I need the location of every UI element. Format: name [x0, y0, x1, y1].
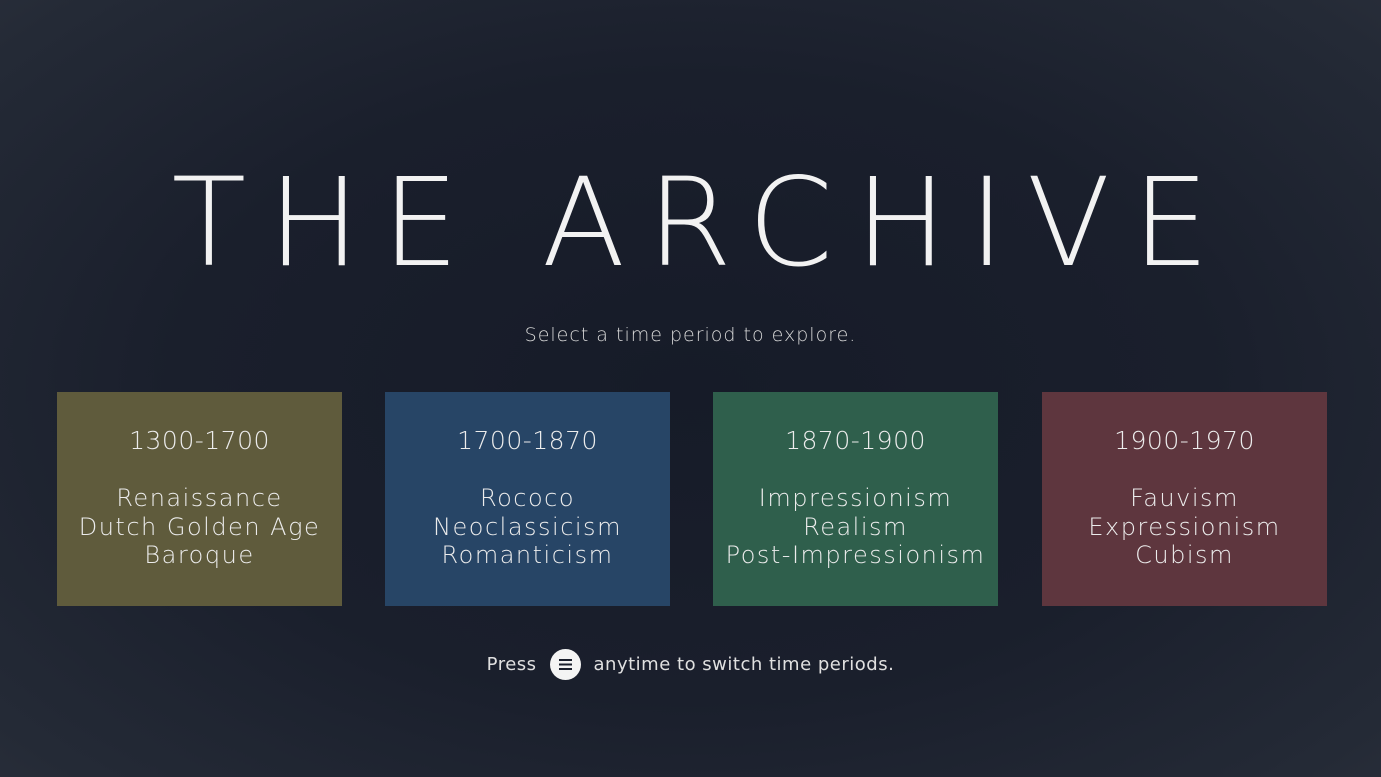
movement-item: Expressionism [1088, 512, 1281, 541]
period-cards: 1300-1700 Renaissance Dutch Golden Age B… [57, 392, 1327, 606]
footer-hint: Press anytime to switch time periods. [0, 648, 1381, 680]
movement-list: Rococo Neoclassicism Romanticism [385, 484, 670, 570]
period-card-1900-1970[interactable]: 1900-1970 Fauvism Expressionism Cubism [1042, 392, 1327, 606]
footer-press-label: Press [486, 653, 537, 675]
movement-list: Impressionism Realism Post-Impressionism [713, 484, 998, 570]
period-years: 1870-1900 [785, 426, 926, 455]
page-title: THE ARCHIVE [171, 152, 1232, 294]
period-years: 1900-1970 [1114, 426, 1255, 455]
movement-item: Impressionism [758, 484, 953, 512]
period-card-1870-1900[interactable]: 1870-1900 Impressionism Realism Post-Imp… [713, 392, 998, 606]
movement-item: Cubism [1135, 541, 1234, 569]
movement-item: Baroque [144, 541, 255, 569]
menu-button[interactable] [549, 648, 581, 680]
movement-item: Neoclassicism [433, 512, 622, 541]
footer-rest-label: anytime to switch time periods. [593, 653, 895, 675]
period-years: 1700-1870 [457, 426, 598, 455]
movement-item: Romanticism [441, 541, 614, 569]
menu-icon [558, 658, 572, 670]
movement-item: Post-Impressionism [725, 541, 986, 569]
period-card-1300-1700[interactable]: 1300-1700 Renaissance Dutch Golden Age B… [57, 392, 342, 606]
page-subtitle: Select a time period to explore. [524, 324, 857, 346]
movement-item: Dutch Golden Age [78, 512, 321, 541]
movement-item: Realism [803, 512, 908, 541]
period-years: 1300-1700 [129, 426, 270, 455]
period-card-1700-1870[interactable]: 1700-1870 Rococo Neoclassicism Romantici… [385, 392, 670, 606]
movement-item: Fauvism [1130, 484, 1239, 512]
movement-item: Rococo [479, 484, 576, 512]
movement-item: Renaissance [116, 484, 283, 512]
movement-list: Renaissance Dutch Golden Age Baroque [57, 484, 342, 570]
movement-list: Fauvism Expressionism Cubism [1042, 484, 1327, 570]
